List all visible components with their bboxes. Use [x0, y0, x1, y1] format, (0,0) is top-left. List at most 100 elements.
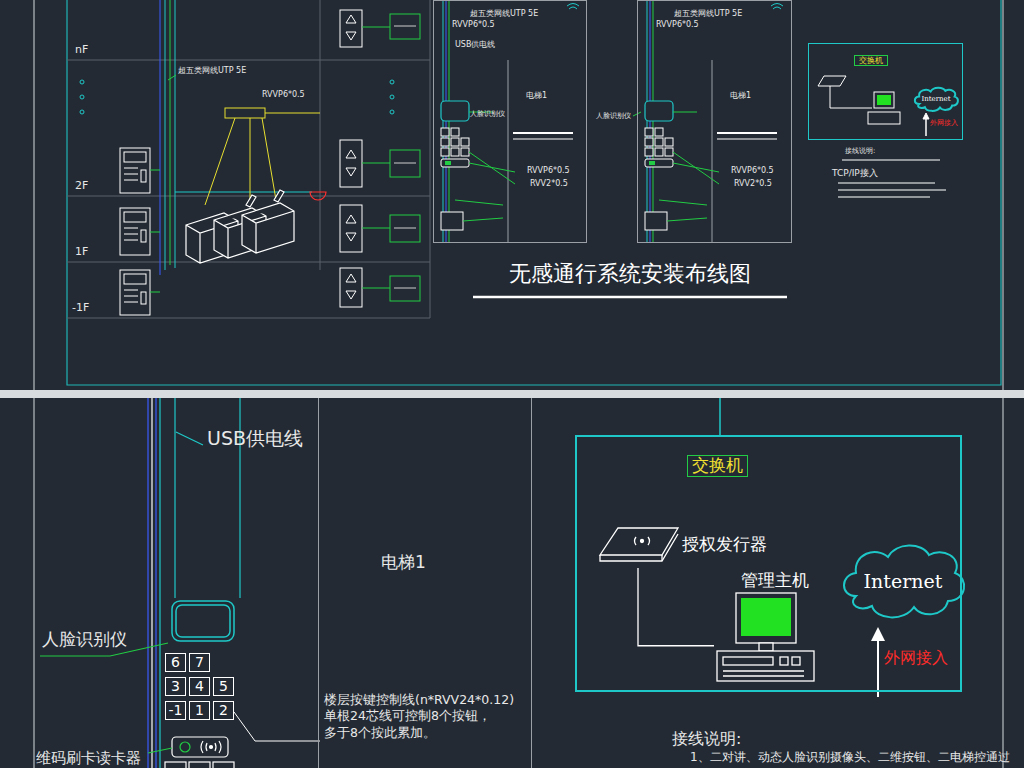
computer-shape-part — [780, 657, 788, 665]
leader-line — [148, 748, 172, 753]
computer-shape-part — [736, 593, 796, 643]
qr-card-reader-part — [201, 741, 221, 753]
riser-cables-part — [175, 192, 312, 193]
node-text: 3 — [171, 678, 180, 694]
cable-label: USB供电线 — [455, 40, 495, 49]
floor-card-readers-part — [124, 168, 138, 169]
floor-button: 1 — [189, 701, 210, 720]
node-text: Internet — [921, 95, 950, 103]
call-buttons-part — [346, 215, 356, 241]
floor-label: -1F — [72, 302, 89, 315]
call-controllers-part — [390, 14, 420, 39]
cable-label: RVVP6*0.5 — [452, 20, 495, 29]
top-network-icons-part — [818, 76, 846, 86]
floor-card-readers-part — [124, 174, 138, 175]
node-text: 电梯1 — [381, 553, 426, 573]
floor-lines-part — [67, 318, 430, 319]
turnstile-gates-part — [242, 203, 294, 253]
qr-card-reader-part — [189, 762, 210, 768]
part-label: 人脸识别仪 — [470, 110, 505, 118]
cable-label: USB供电线 — [207, 428, 303, 450]
node-text: -1 — [169, 702, 183, 718]
face-recognizer-part — [176, 605, 230, 637]
riser-cables-part — [170, 0, 171, 265]
computer-shape-part — [717, 651, 814, 681]
call-controllers-part-part — [362, 228, 390, 229]
omission-dots-part — [80, 80, 84, 84]
issuer-shape — [600, 528, 678, 561]
wiring-note: 楼层按键控制线(n*RVV24*0.12) 单根24芯线可控制8个按钮， 多于8… — [324, 692, 529, 741]
qr-card-reader-part — [180, 742, 190, 752]
uplink-label: 外网接入 — [930, 119, 958, 127]
computer-shape-part — [723, 675, 804, 676]
issuer-device: 授权发行器 — [598, 523, 770, 568]
floor-button: 7 — [189, 653, 210, 672]
top-network-icons — [818, 76, 946, 197]
issuer-shape-part — [635, 537, 650, 545]
wiring-drawing-part — [645, 0, 783, 243]
internet-uplink-arrow-part — [877, 638, 879, 697]
floor-label: 2F — [75, 180, 88, 193]
internet-cloud: Internet — [836, 540, 970, 624]
floor-card-readers-part — [124, 180, 138, 181]
riser-cables-part — [150, 292, 160, 293]
call-controllers-part-part — [394, 228, 416, 229]
computer-shape-part — [723, 670, 804, 671]
box-heading: 交换机 — [687, 455, 748, 477]
node-text: 2 — [219, 702, 228, 718]
top-network-icons-part — [830, 86, 872, 108]
call-buttons-part — [340, 10, 362, 47]
floor-card-readers-part — [124, 240, 138, 241]
floor-card-readers-part — [120, 270, 150, 315]
floor-card-readers-part — [141, 230, 146, 242]
floor-button: 5 — [213, 677, 234, 696]
internet-uplink-arrow-part — [871, 627, 885, 641]
call-controllers-part — [390, 150, 420, 177]
cable-label: RVVP6*0.5 — [527, 166, 570, 175]
computer-shape-part — [723, 657, 773, 665]
call-buttons-part — [346, 274, 356, 299]
cloud-path — [915, 88, 958, 111]
face-recognizer — [172, 601, 234, 641]
connector-line — [638, 568, 714, 646]
bottom-riser-cables-part — [174, 398, 175, 598]
panel-frame-part — [1002, 0, 1004, 390]
camera-symbol — [310, 192, 326, 200]
note-heading: 接线说明: — [672, 730, 741, 748]
floor-button: 4 — [189, 677, 210, 696]
floor-card-readers-part — [141, 292, 146, 304]
riser-cables-part — [262, 118, 276, 200]
call-controllers-part — [390, 276, 420, 301]
management-host: 管理主机 — [714, 571, 818, 686]
omission-dots-part — [80, 110, 84, 114]
floor-card-readers — [120, 148, 150, 315]
floor-lines-part — [320, 0, 321, 270]
floor-label: 1F — [75, 246, 88, 259]
riser-cables-part — [175, 0, 176, 268]
floor-lines-part — [67, 262, 430, 263]
diagram-title: 无感通行系统安装布线图 — [453, 261, 807, 287]
note-heading: 接线说明: — [845, 147, 875, 155]
top-network-icons-part — [874, 92, 894, 108]
top-network-icons-part — [838, 160, 946, 197]
floor-button: 6 — [165, 653, 186, 672]
node-text: 6 — [171, 654, 180, 670]
node-text: 4 — [195, 678, 204, 694]
top-network-icons-part-part — [838, 189, 946, 191]
riser-cables-part — [265, 113, 320, 114]
call-controllers-part-part — [394, 288, 416, 289]
note-text: 1、二对讲、动态人脸识别摄像头、二维按钮、二电梯控通过 — [690, 751, 1010, 765]
cable-label: RVVP6*0.5 — [262, 90, 305, 99]
call-buttons — [340, 10, 362, 307]
title-underline — [473, 296, 787, 299]
part-label: 人脸识别仪 — [42, 630, 127, 650]
call-controllers-part-part — [394, 26, 416, 27]
floor-button: 3 — [165, 677, 186, 696]
computer-shape — [717, 593, 814, 681]
floor-button: -1 — [165, 701, 186, 720]
riser-cables-part — [168, 75, 176, 80]
floor-card-readers-part — [141, 170, 146, 182]
